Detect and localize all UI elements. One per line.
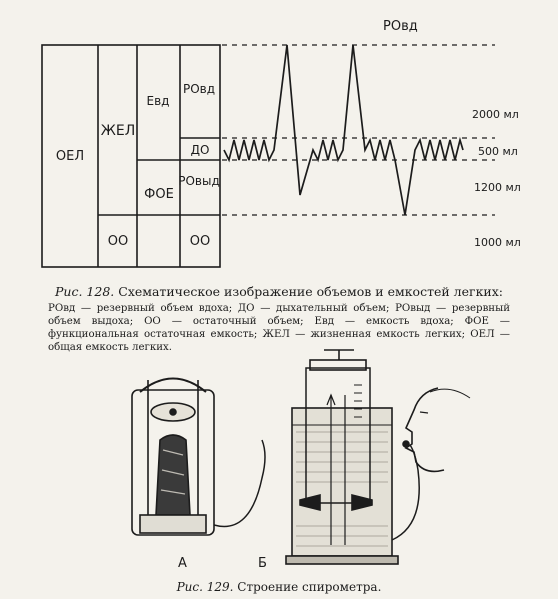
figure-129-title: Строение спирометра. [237,580,382,594]
volume-1000: 1000 мл [474,236,521,249]
label-a: А [178,556,187,571]
patient-profile [402,387,471,473]
cell-oo-zhel-column: ОО [108,234,128,249]
figure-128-title: Рис. 128. Схематическое изображение объе… [0,284,558,299]
spirometer-a [131,377,266,536]
cell-oo-right-column: ОО [190,234,210,249]
cell-zhel: ЖЕЛ [101,123,135,139]
cell-rovd: РОвд [183,82,215,96]
volume-1200: 1200 мл [474,181,521,194]
figure-128-title-text: Схематическое изображение объемов и емко… [118,284,503,299]
figure-128-caption: Рис. 128. Схематическое изображение объе… [0,284,558,354]
cell-evd: Eвд [147,94,170,108]
cell-oel: ОЕЛ [56,149,84,164]
spirometer-b [285,349,420,565]
cell-foe: ФОЕ [144,187,174,202]
cell-do: ДО [191,143,210,157]
peak-label: РОвд [383,19,418,34]
figure-128-legend: РОвд — резервный объем вдоха; ДО — дыхат… [48,303,510,353]
figure-128-diagram: ОЕЛ ЖЕЛ Eвд РОвд ДО ФОЕ РОвыд ОО ОО РОвд… [41,19,521,268]
cell-rovyd: РОвыд [178,174,220,188]
spirogram-trace [223,44,464,216]
figure-128-number: Рис. 128. [55,284,115,299]
label-b: Б [258,556,267,571]
figure-129-caption: Рис. 129. Строение спирометра. [0,580,558,594]
volume-2000: 2000 мл [472,108,519,121]
volumes-table-frame [41,44,221,268]
figure-129-number: Рис. 129. [176,580,234,594]
volume-500: 500 мл [478,145,518,158]
